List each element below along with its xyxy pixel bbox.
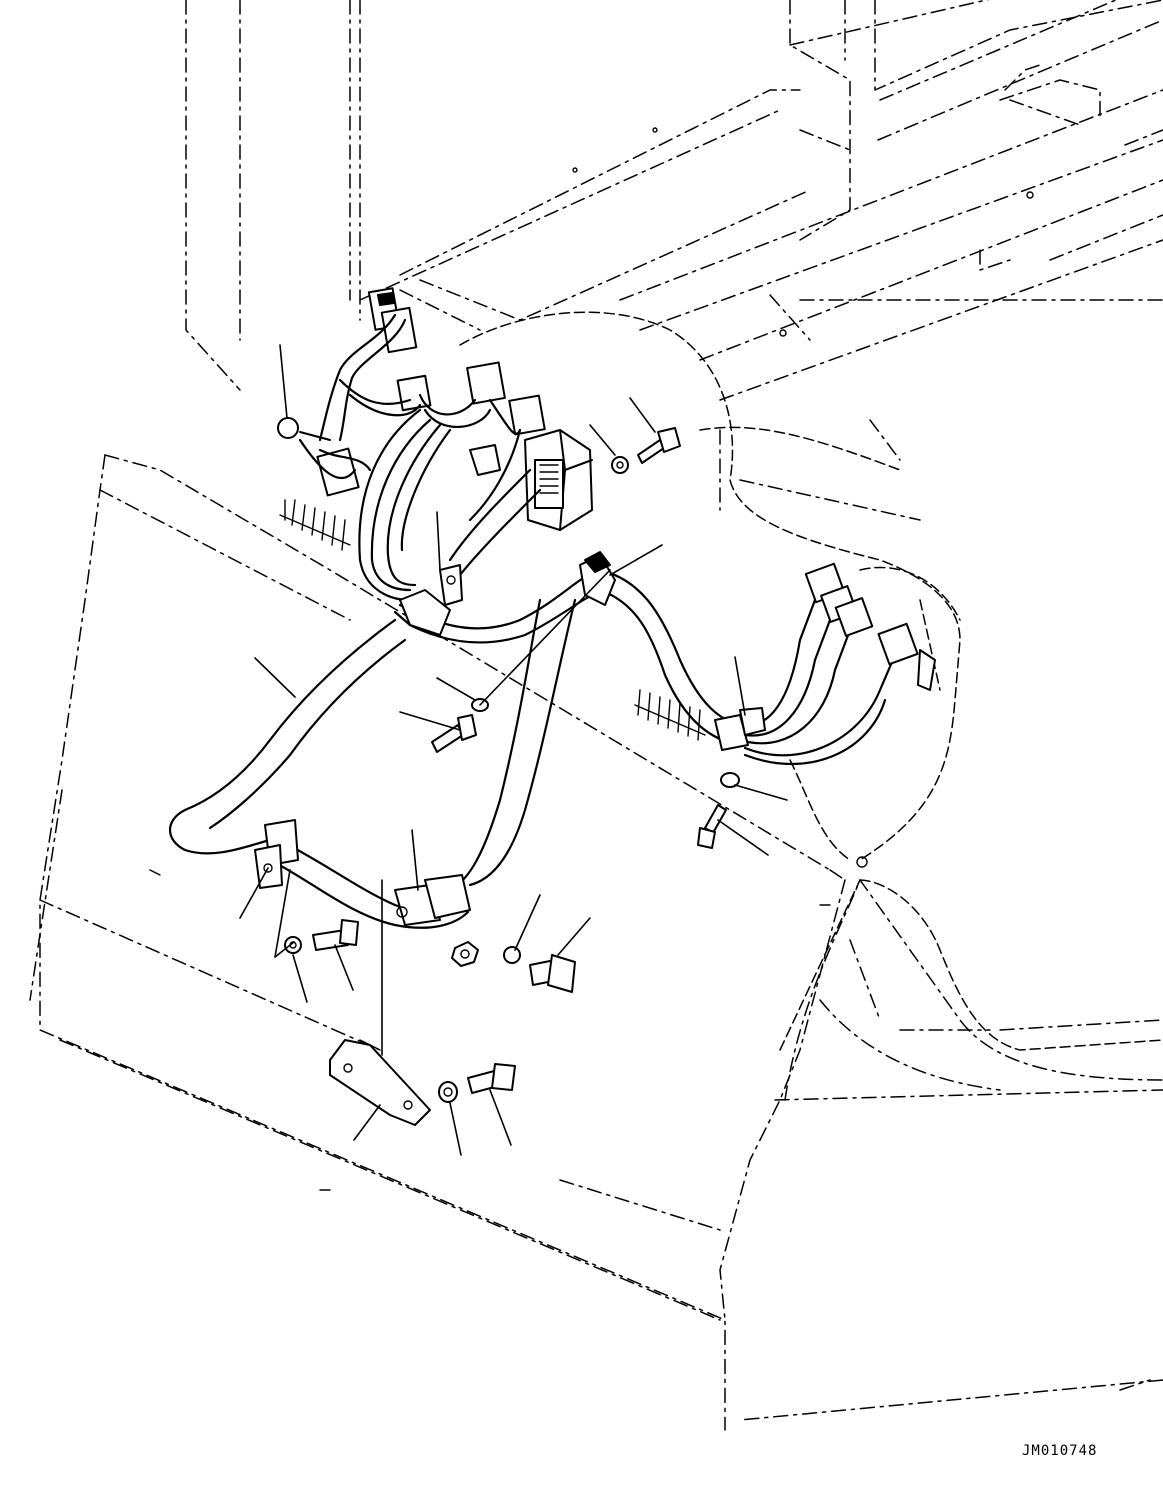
vent-grille-left xyxy=(279,499,351,551)
main-wiring-harness xyxy=(169,313,897,929)
harness-clamps xyxy=(254,551,766,926)
dashboard-housing xyxy=(459,311,961,861)
fastener-hardware xyxy=(284,427,740,1126)
rops-frame-structure xyxy=(185,0,1163,521)
upper-connector-cluster xyxy=(277,287,546,497)
right-connector-group xyxy=(804,562,936,691)
drawing-reference-id: JM010748 xyxy=(1022,1443,1098,1459)
callout-leader-lines xyxy=(239,344,788,1156)
relay-box xyxy=(469,429,593,531)
front-cover-panel xyxy=(29,454,1163,1431)
vent-grille-right xyxy=(634,689,706,741)
